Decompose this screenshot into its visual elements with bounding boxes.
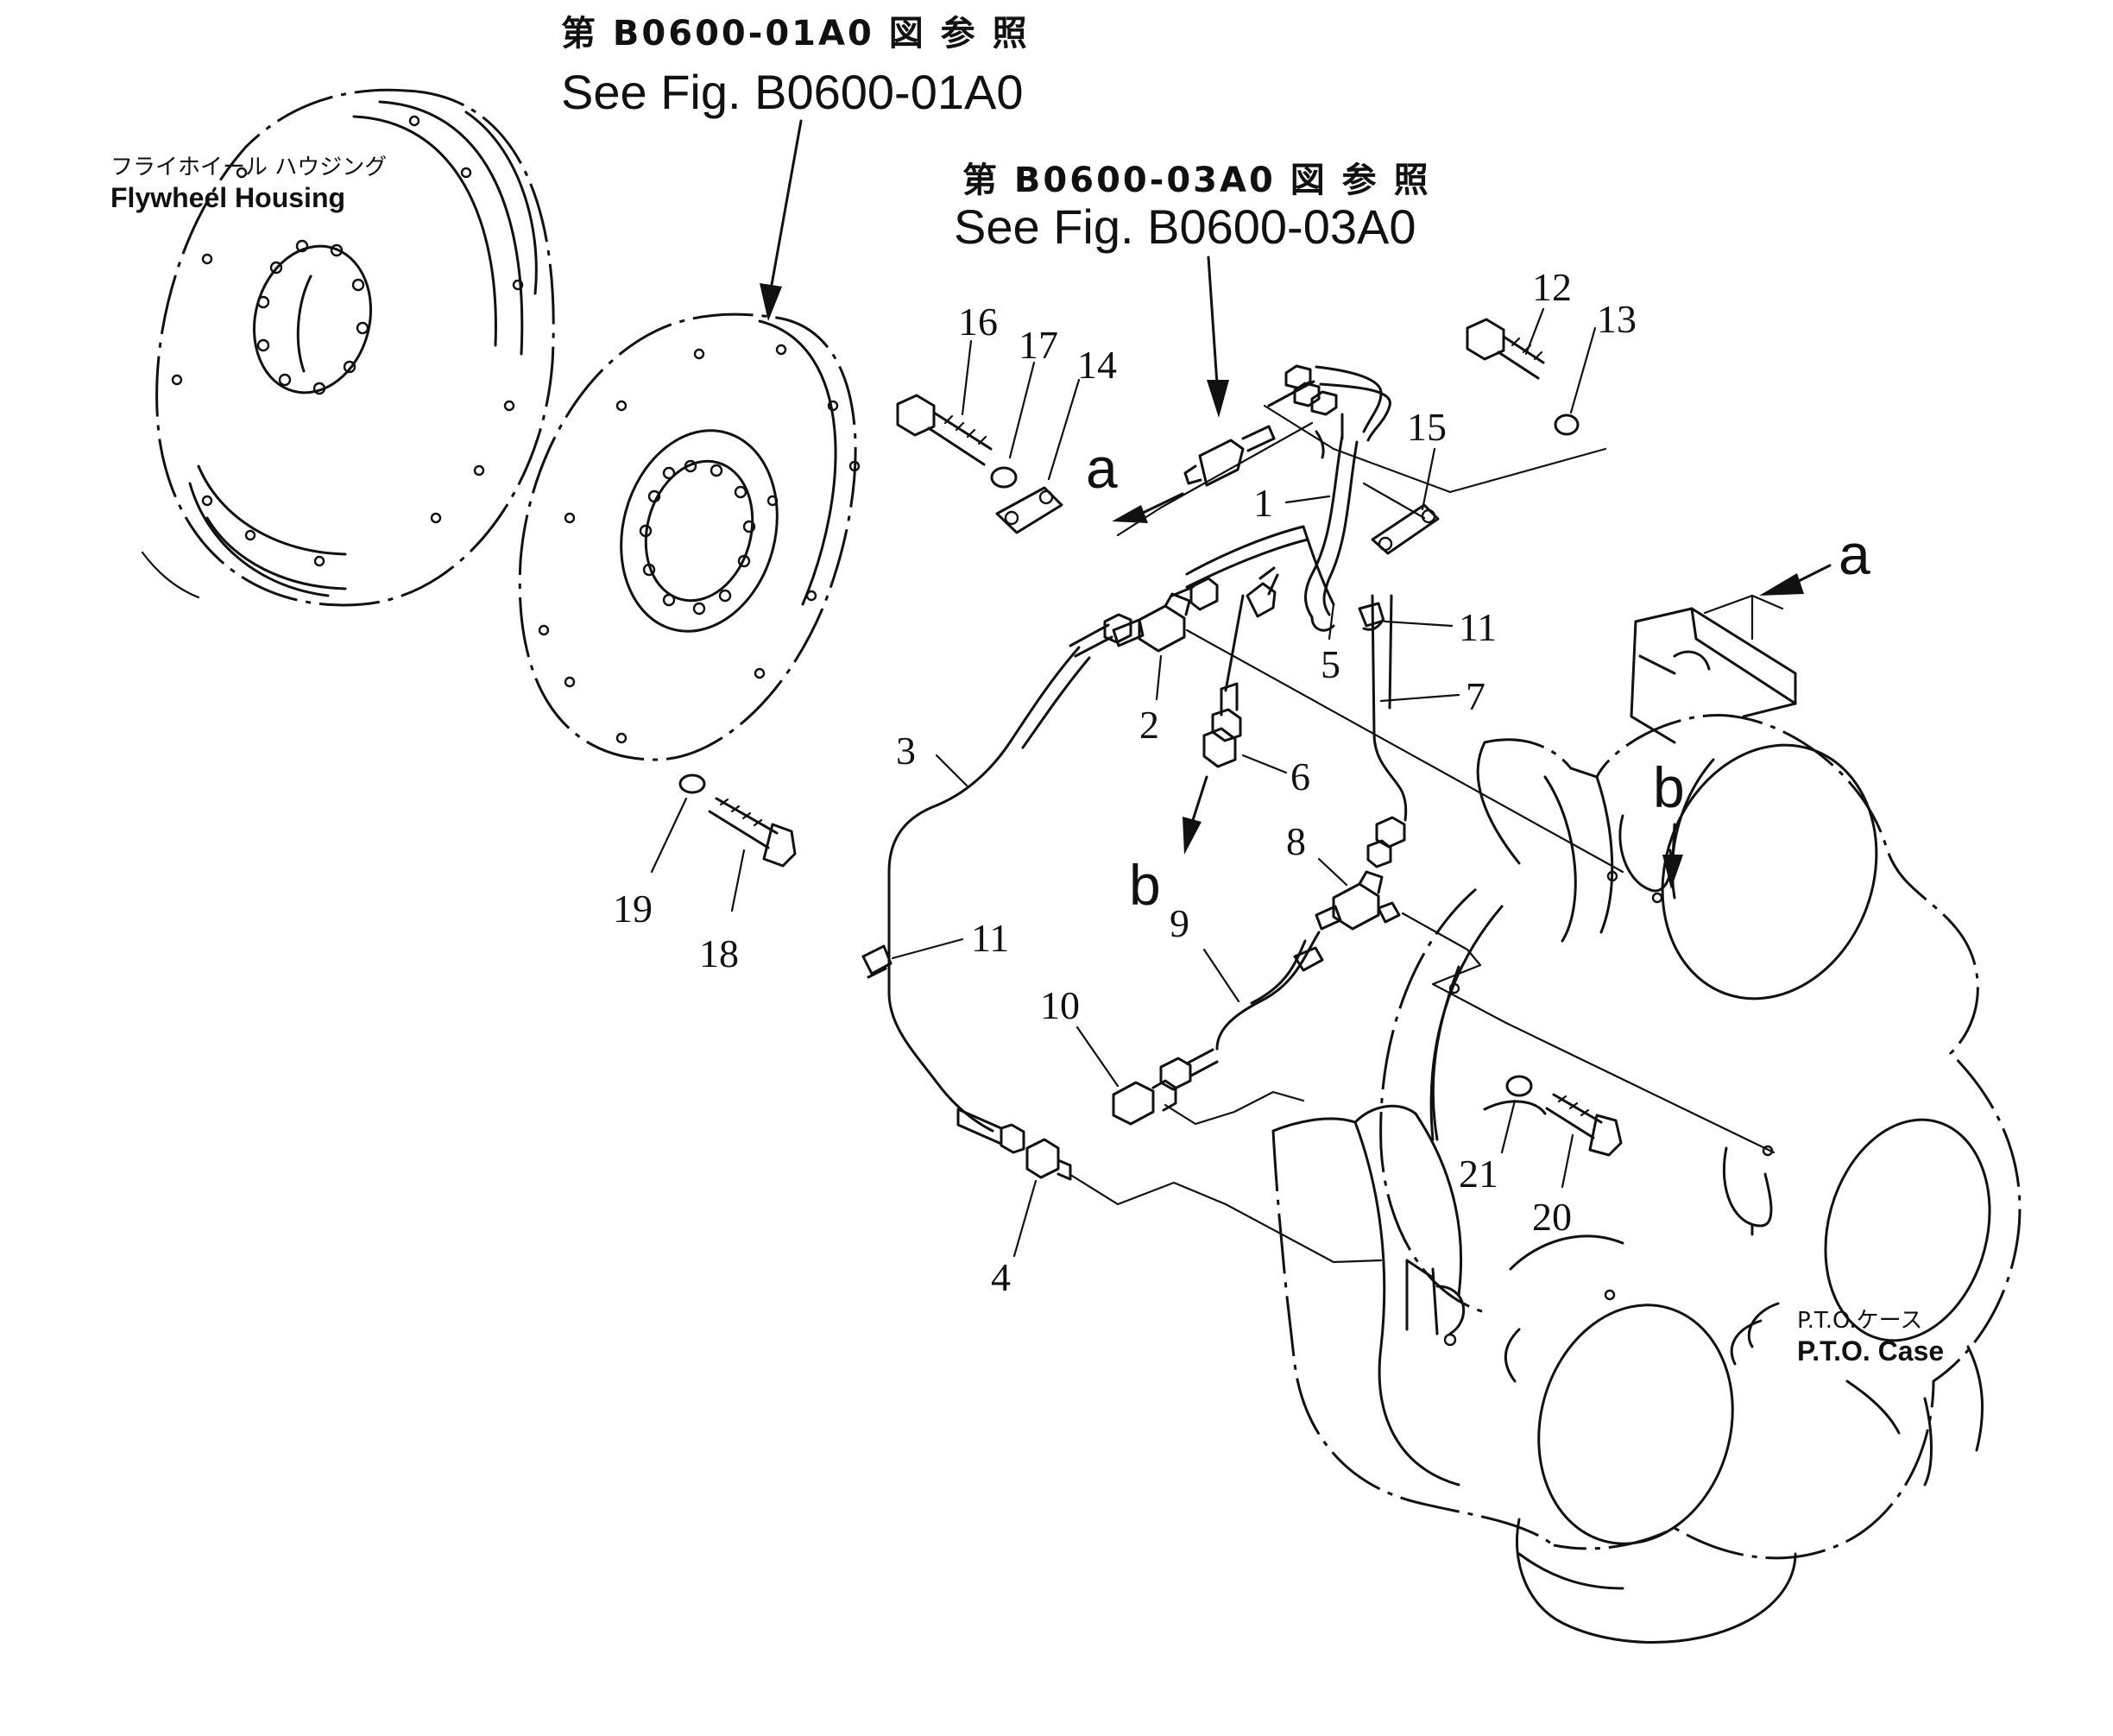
clip-11-left (861, 944, 893, 979)
part-number-15: 15 (1407, 405, 1447, 449)
connection-a-arrow-left (1112, 421, 1314, 537)
connection-a-arrow-right (1759, 564, 1832, 596)
hose-5 (1185, 525, 1335, 606)
part-number-21: 21 (1459, 1152, 1498, 1196)
leader-2 (1155, 654, 1163, 701)
connection-label-a-right: a (1839, 522, 1870, 586)
leader-21 (1500, 1099, 1517, 1154)
leader-9 (1202, 948, 1240, 1003)
bolt-18 (708, 797, 797, 868)
leader-18 (730, 849, 746, 912)
sensor-connector-block (1267, 364, 1391, 459)
part-number-8: 8 (1286, 819, 1306, 863)
leader-8 (1317, 857, 1348, 887)
leader-13 (1569, 326, 1597, 414)
tee-fitting-2 (1112, 577, 1219, 653)
leader-6 (1241, 754, 1288, 774)
leader-4 (1012, 1179, 1038, 1258)
nut-elbow-7 (1366, 816, 1406, 868)
ref-top-left-jp: 第 B0600-01A0 図 参 照 (561, 14, 1030, 54)
run-line-upper (1185, 628, 1624, 874)
ref-top-mid-jp: 第 B0600-03A0 図 参 照 (962, 161, 1431, 200)
leader-12 (1524, 307, 1545, 356)
part-number-9: 9 (1170, 901, 1189, 945)
part-number-11b: 11 (971, 916, 1009, 960)
leader-17 (1008, 361, 1036, 459)
leader-10 (1075, 1026, 1120, 1088)
part-number-5: 5 (1321, 642, 1340, 686)
part-number-17: 17 (1019, 323, 1058, 367)
run-line-bottom (1070, 1174, 1383, 1264)
bracket-line-upper (1263, 404, 1607, 494)
washer-21 (1505, 1075, 1533, 1097)
label-flywheel-housing-jp: フライホイール ハウジング (110, 155, 387, 180)
ref-top-left-en: See Fig. B0600-01A0 (561, 65, 1023, 119)
run-line-mid (1401, 912, 1508, 1025)
leader-3 (935, 754, 968, 787)
leader-11a (1384, 620, 1454, 628)
leader-11b (891, 937, 964, 960)
washer-17 (990, 466, 1018, 489)
connection-b-arrow-right (1662, 823, 1683, 889)
bolt-12 (1466, 318, 1545, 380)
leader-15 (1421, 447, 1436, 511)
part-number-4: 4 (991, 1255, 1011, 1299)
leader-19 (650, 797, 688, 874)
part-number-11a: 11 (1459, 605, 1497, 649)
pto-case (1271, 594, 2022, 1644)
ref-arrow-flywheel (760, 119, 803, 321)
part-number-7: 7 (1466, 674, 1485, 718)
flywheel-housing (141, 88, 555, 607)
label-flywheel-housing-en: Flywheel Housing (110, 182, 345, 213)
bracket-line-15 (1362, 482, 1426, 520)
label-pto-case-en: P.T.O. Case (1797, 1335, 1944, 1367)
bolt-16 (896, 394, 993, 466)
ref-top-mid-en: See Fig. B0600-03A0 (954, 199, 1416, 254)
part-number-19: 19 (613, 887, 653, 931)
part-number-14: 14 (1077, 343, 1117, 387)
run-line-lower (1164, 1090, 1305, 1126)
run-line-right (1504, 1021, 1776, 1154)
sender-6 (1202, 594, 1245, 768)
leader-16 (961, 339, 973, 416)
elbow-top-mid (1246, 566, 1279, 618)
connection-b-arrow-left (1183, 775, 1208, 855)
tee-fitting-8 (1315, 870, 1401, 931)
part-number-13: 13 (1597, 297, 1637, 341)
fitting-4 (956, 1108, 1072, 1181)
washer-13 (1554, 413, 1580, 436)
part-number-10: 10 (1040, 983, 1080, 1027)
washer-19 (678, 773, 706, 794)
part-number-2: 2 (1139, 703, 1159, 747)
clip-14 (995, 486, 1063, 534)
sensor-sender (1183, 425, 1276, 487)
connection-label-a-left: a (1086, 436, 1118, 500)
tube-9 (1215, 931, 1324, 1051)
label-pto-case-jp: P.T.O.ケース (1797, 1308, 1922, 1334)
flywheel (518, 312, 861, 761)
part-number-20: 20 (1532, 1195, 1572, 1239)
leader-20 (1561, 1133, 1574, 1189)
bolt-20 (1545, 1093, 1623, 1157)
part-number-18: 18 (699, 931, 739, 975)
leader-14 (1047, 378, 1081, 481)
part-number-3: 3 (896, 729, 916, 773)
part-number-12: 12 (1532, 265, 1572, 309)
leader-7 (1379, 693, 1460, 703)
clamp-15 (1371, 503, 1440, 555)
elbow-10 (1112, 1048, 1219, 1126)
connection-label-b-right: b (1653, 755, 1685, 819)
leader-1 (1284, 495, 1331, 504)
part-number-16: 16 (958, 300, 998, 344)
ref-arrow-sensor (1207, 256, 1229, 418)
part-number-1: 1 (1253, 481, 1273, 525)
part-number-6: 6 (1290, 754, 1310, 799)
nut-elbow-left (1069, 613, 1132, 658)
tube-3 (887, 646, 1091, 1133)
connection-label-b-left: b (1129, 853, 1161, 917)
tube-7 (1371, 594, 1408, 822)
leader-5 (1328, 603, 1335, 641)
